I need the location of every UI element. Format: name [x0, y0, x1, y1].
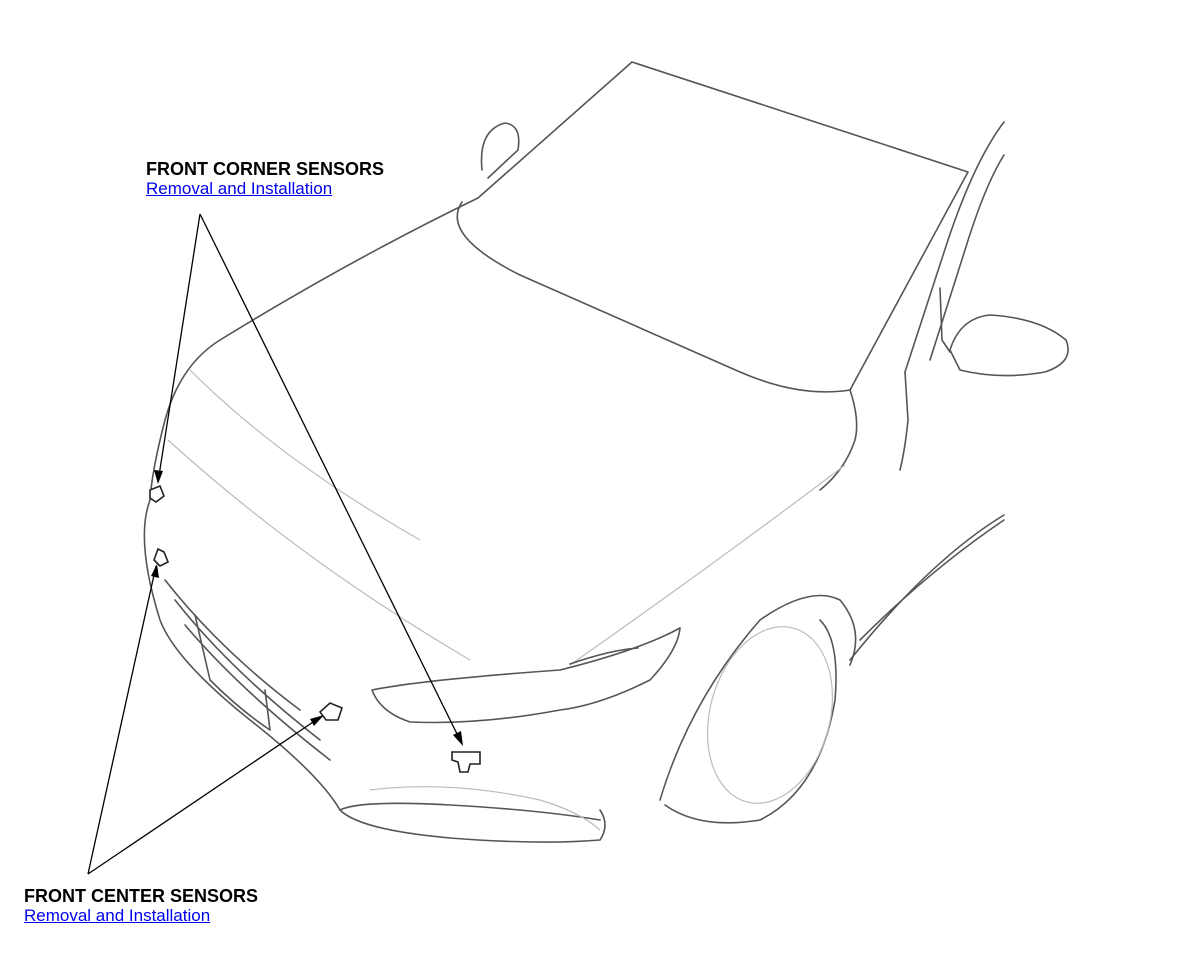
- front-center-sensors-title: FRONT CENTER SENSORS: [24, 886, 259, 906]
- center-sensor-leaders: [87, 564, 324, 875]
- corner-sensor-leaders: [154, 213, 463, 746]
- front-center-sensors-callout: FRONT CENTER SENSORS Removal and Install…: [24, 886, 258, 926]
- front-center-sensor-right-icon: [318, 702, 343, 721]
- front-center-sensors-removal-link[interactable]: Removal and Installation: [24, 906, 211, 925]
- front-center-sensor-left-icon: [153, 547, 170, 567]
- front-corner-sensor-left-icon: [149, 484, 165, 503]
- car-body-outline: [143, 61, 1069, 843]
- front-corner-sensors-removal-link[interactable]: Removal and Installation: [146, 179, 333, 198]
- front-corner-sensor-right-icon: [451, 751, 481, 773]
- front-corner-sensors-title: FRONT CORNER SENSORS: [146, 159, 385, 179]
- front-corner-sensors-callout: FRONT CORNER SENSORS Removal and Install…: [146, 159, 384, 199]
